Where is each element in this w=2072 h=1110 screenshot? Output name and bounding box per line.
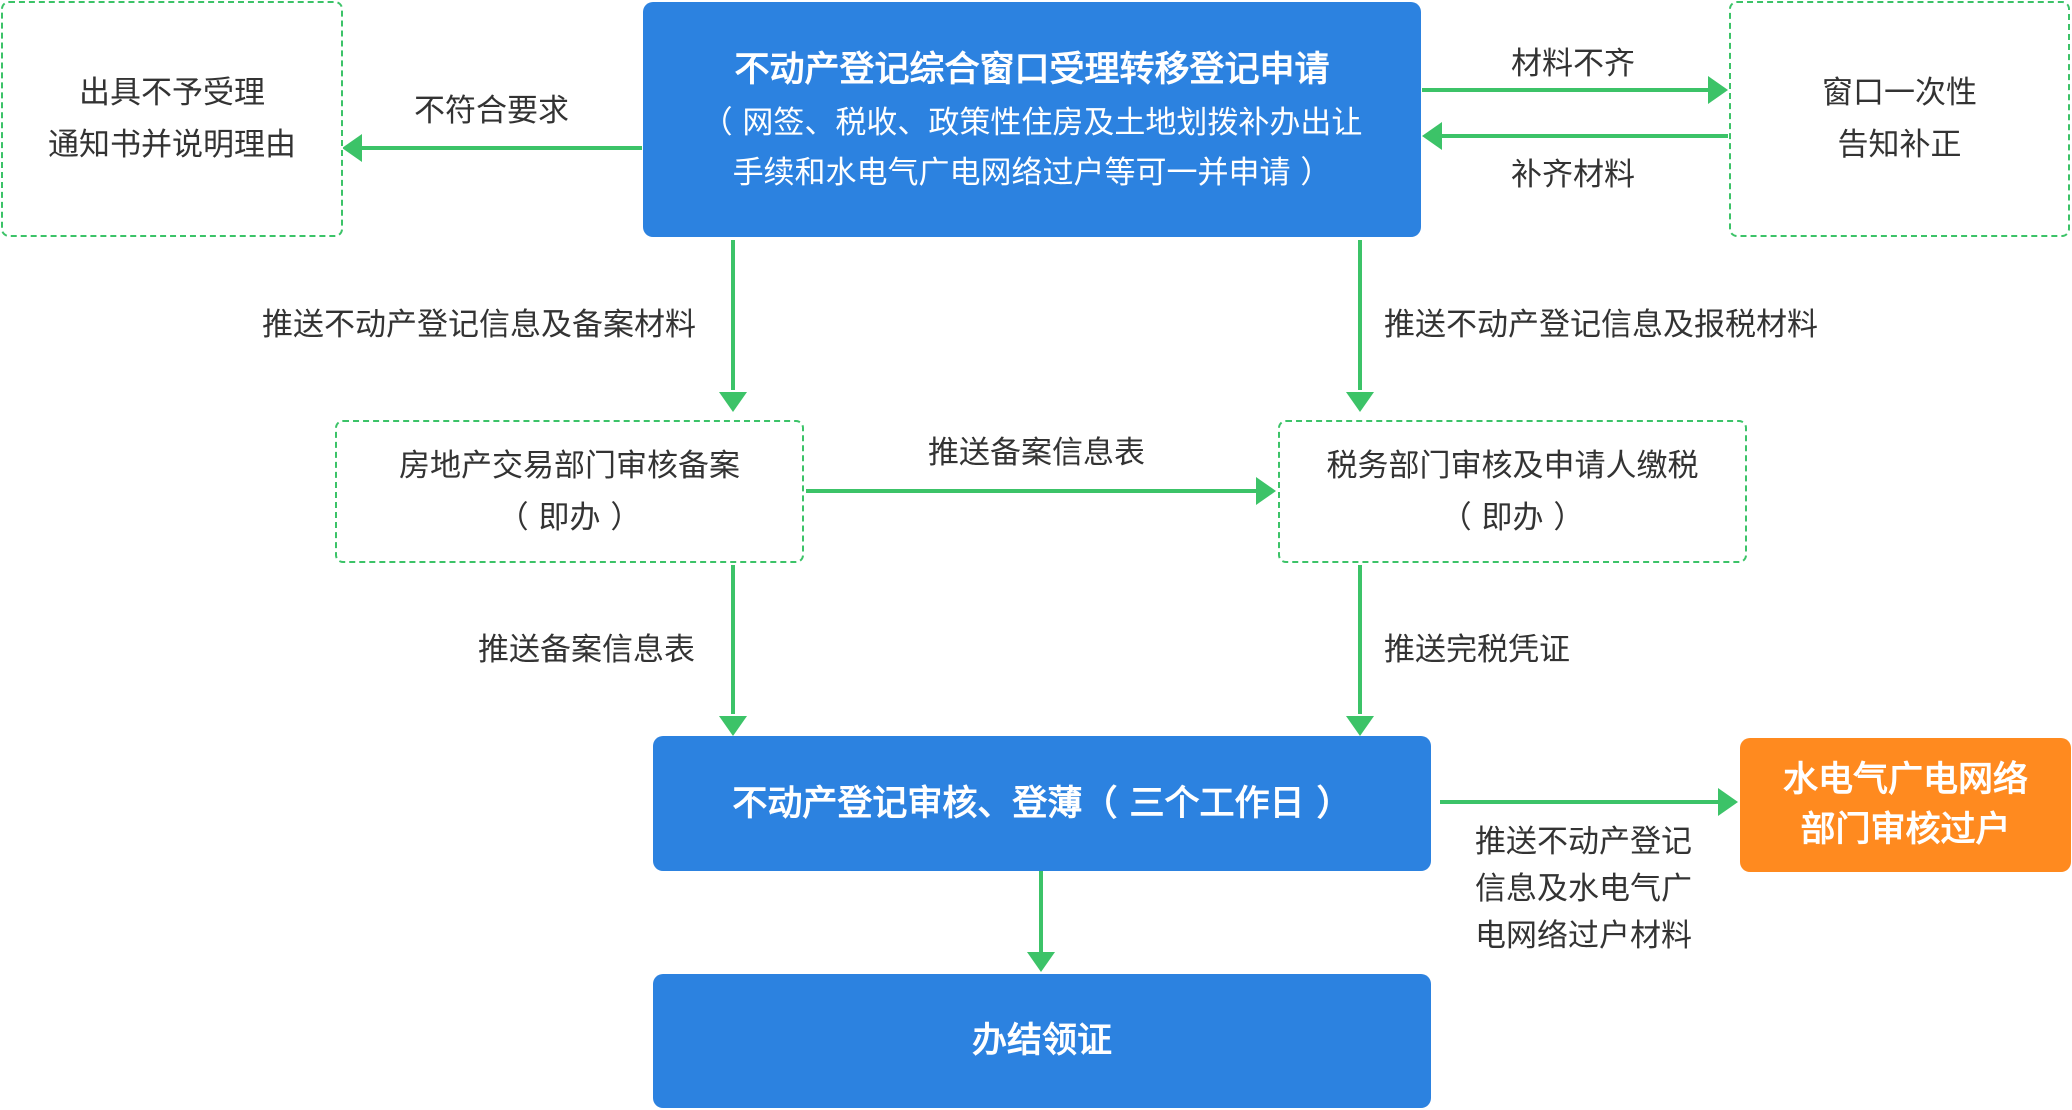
one-time-notification-node: 窗口一次性 告知补正 bbox=[1729, 1, 2070, 237]
label-push-tax-materials: 推送不动产登记信息及报税材料 bbox=[1384, 307, 1818, 343]
label-materials-supplemented: 补齐材料 bbox=[1511, 157, 1635, 193]
accept-application-title: 不动产登记综合窗口受理转移登记申请 bbox=[734, 49, 1330, 90]
label-push-utilities: 推送不动产登记 信息及水电气广 电网络过户材料 bbox=[1475, 819, 1692, 960]
arrowhead-push-tax-certificate bbox=[1346, 716, 1374, 736]
registration-review-title: 不动产登记审核、登薄（ 三个工作日 ） bbox=[732, 783, 1352, 824]
rejection-notice-line-2: 通知书并说明理由 bbox=[48, 127, 296, 163]
utilities-transfer-line-2: 部门审核过户 bbox=[1800, 810, 2011, 850]
label-push-filing-form-right: 推送备案信息表 bbox=[928, 435, 1145, 471]
registration-review-node: 不动产登记审核、登薄（ 三个工作日 ） bbox=[653, 736, 1431, 871]
label-push-filing-materials: 推送不动产登记信息及备案材料 bbox=[262, 307, 696, 343]
arrowhead-push-utilities bbox=[1718, 788, 1738, 816]
arrowhead-not-compliant bbox=[342, 134, 362, 162]
utilities-transfer-node: 水电气广电网络 部门审核过户 bbox=[1740, 738, 2071, 872]
arrowhead-push-tax-materials bbox=[1346, 392, 1374, 412]
arrowhead-push-filing-form-down bbox=[719, 716, 747, 736]
label-push-utilities-line-1: 推送不动产登记 bbox=[1475, 824, 1692, 860]
label-push-filing-form-down: 推送备案信息表 bbox=[478, 632, 695, 668]
housing-department-line-2: （ 即办 ） bbox=[497, 499, 642, 536]
tax-department-line-2: （ 即办 ） bbox=[1440, 499, 1585, 536]
accept-application-note-line-2: 手续和水电气广电网络过户等可一并申请 ） bbox=[732, 154, 1332, 191]
rejection-notice-line-1: 出具不予受理 bbox=[79, 75, 265, 111]
arrowhead-push-filing-materials bbox=[719, 392, 747, 412]
label-materials-incomplete: 材料不齐 bbox=[1511, 46, 1635, 82]
arrowhead-materials-supplemented bbox=[1422, 122, 1442, 150]
accept-application-node: 不动产登记综合窗口受理转移登记申请 （ 网签、税收、政策性住房及土地划拨补办出让… bbox=[643, 2, 1421, 237]
certificate-collection-node: 办结领证 bbox=[653, 974, 1431, 1108]
one-time-notification-line-2: 告知补正 bbox=[1837, 127, 1962, 163]
label-push-utilities-line-3: 电网络过户材料 bbox=[1475, 918, 1692, 954]
accept-application-note-line-1: （ 网签、税收、政策性住房及土地划拨补办出让 bbox=[701, 104, 1363, 141]
tax-department-line-1: 税务部门审核及申请人缴税 bbox=[1326, 447, 1699, 484]
arrowhead-push-filing-form-right bbox=[1256, 477, 1276, 505]
one-time-notification-line-1: 窗口一次性 bbox=[1822, 75, 1977, 111]
certificate-collection-title: 办结领证 bbox=[971, 1021, 1112, 1061]
label-not-compliant: 不符合要求 bbox=[414, 93, 569, 129]
label-push-tax-certificate: 推送完税凭证 bbox=[1384, 632, 1570, 668]
housing-department-node: 房地产交易部门审核备案 （ 即办 ） bbox=[335, 420, 804, 563]
label-push-utilities-line-2: 信息及水电气广 bbox=[1475, 871, 1692, 907]
tax-department-node: 税务部门审核及申请人缴税 （ 即办 ） bbox=[1278, 420, 1747, 563]
rejection-notice-node: 出具不予受理 通知书并说明理由 bbox=[1, 1, 343, 237]
housing-department-line-1: 房地产交易部门审核备案 bbox=[399, 447, 740, 484]
utilities-transfer-line-1: 水电气广电网络 bbox=[1782, 760, 2028, 800]
arrowhead-to-certificate bbox=[1027, 952, 1055, 972]
arrowhead-materials-incomplete bbox=[1708, 76, 1728, 104]
